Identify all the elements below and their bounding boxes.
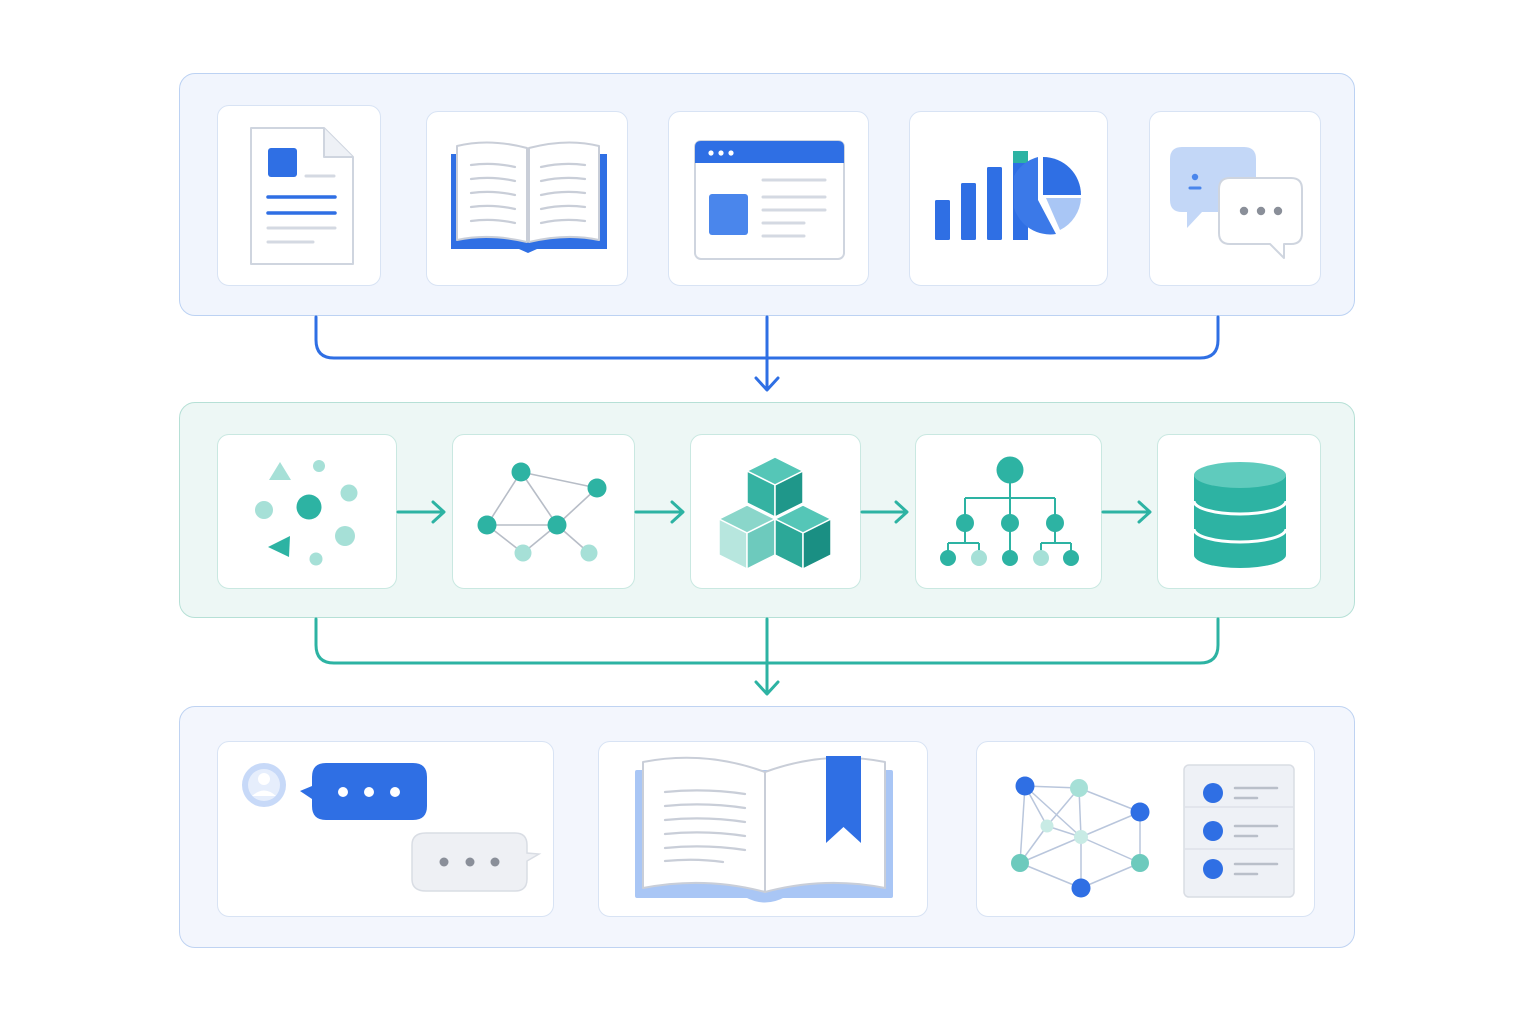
database-icon — [1192, 462, 1288, 568]
document-icon — [250, 127, 354, 265]
scattered-points-icon — [255, 460, 358, 566]
hierarchy-tree-icon — [940, 456, 1079, 566]
chat-bubbles-icon — [1170, 147, 1303, 259]
node-graph-icon — [477, 462, 607, 562]
network-list-icon — [1011, 764, 1295, 898]
merge-arrow-sources — [314, 315, 1220, 392]
source-card-chat — [1149, 111, 1321, 286]
app-card-network-list — [976, 741, 1315, 917]
source-card-chart — [909, 111, 1108, 286]
bookmarked-book-icon — [635, 756, 893, 903]
app-card-book — [598, 741, 928, 917]
process-card-graph — [452, 434, 635, 589]
source-card-web-page — [668, 111, 869, 286]
stacked-cubes-icon — [718, 456, 832, 570]
chat-conversation-icon — [242, 763, 542, 892]
web-page-icon — [694, 140, 845, 260]
bar-pie-chart-icon — [935, 151, 1081, 240]
merge-arrow-processing — [314, 617, 1220, 696]
process-card-hierarchy — [915, 434, 1102, 589]
source-card-document — [217, 105, 381, 286]
avatar-icon — [242, 763, 286, 807]
process-card-cubes — [690, 434, 861, 589]
app-card-chat — [217, 741, 554, 917]
process-card-database — [1157, 434, 1321, 589]
open-book-icon — [451, 141, 607, 253]
process-card-scatter — [217, 434, 397, 589]
source-card-book — [426, 111, 628, 286]
